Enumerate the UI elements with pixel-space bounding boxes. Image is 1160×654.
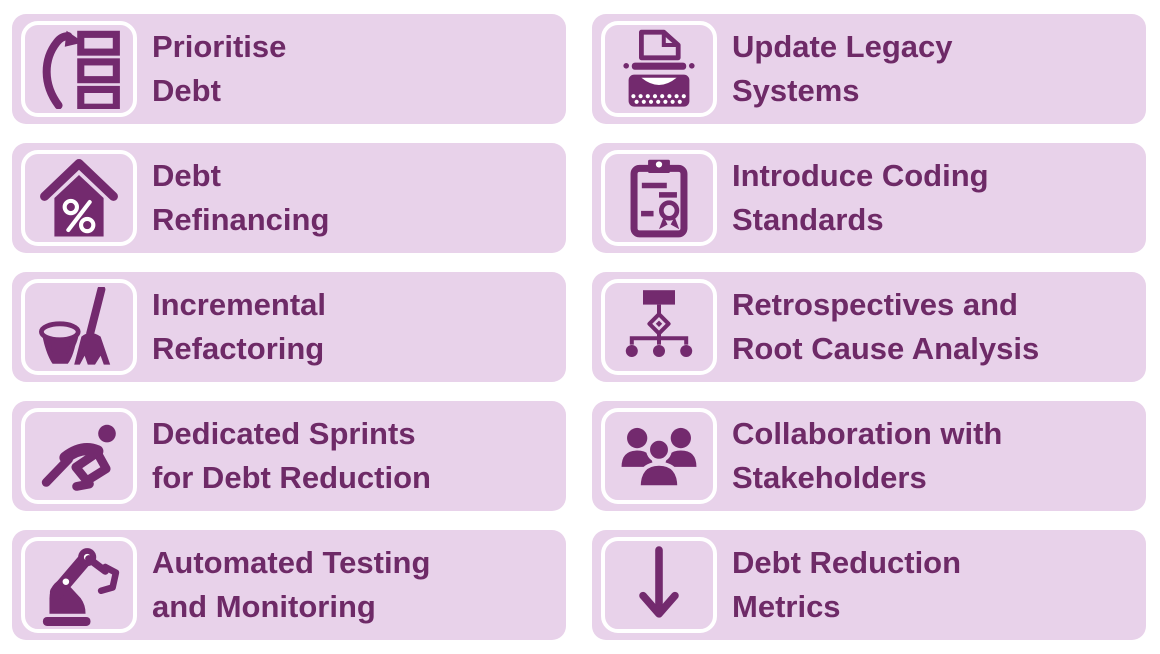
people-group-icon — [601, 408, 717, 504]
card-label-line: Introduce Coding — [732, 158, 989, 193]
card-label: Debt Refinancing — [152, 154, 329, 242]
clipboard-award-icon — [601, 150, 717, 246]
card-label-line: Update Legacy — [732, 29, 953, 64]
card-label: Dedicated Sprints for Debt Reduction — [152, 412, 431, 500]
card-label: Prioritise Debt — [152, 25, 286, 113]
card-label: Update Legacy Systems — [732, 25, 953, 113]
card-label-line: Systems — [732, 73, 860, 108]
card-label: Collaboration with Stakeholders — [732, 412, 1002, 500]
card-label: Debt Reduction Metrics — [732, 541, 961, 629]
card-label-line: Refinancing — [152, 202, 330, 237]
card-label-line: Debt — [152, 73, 221, 108]
sprinter-icon — [21, 408, 137, 504]
card-label-line: and Monitoring — [152, 589, 376, 624]
card-label-line: Debt Reduction — [732, 545, 962, 580]
card-label-line: Stakeholders — [732, 460, 927, 495]
down-arrow-icon — [601, 537, 717, 633]
card-label-line: Standards — [732, 202, 884, 237]
card-label-line: for Debt Reduction — [152, 460, 431, 495]
card-automated-testing-monitoring: Automated Testing and Monitoring — [12, 530, 566, 640]
priority-list-icon — [21, 21, 137, 117]
card-prioritise-debt: Prioritise Debt — [12, 14, 566, 124]
card-debt-reduction-metrics: Debt Reduction Metrics — [592, 530, 1146, 640]
robot-arm-icon — [21, 537, 137, 633]
card-label-line: Debt — [152, 158, 221, 193]
card-incremental-refactoring: Incremental Refactoring — [12, 272, 566, 382]
card-label-line: Metrics — [732, 589, 841, 624]
broom-bucket-icon — [21, 279, 137, 375]
house-percent-icon — [21, 150, 137, 246]
card-label-line: Root Cause Analysis — [732, 331, 1040, 366]
card-label: Incremental Refactoring — [152, 283, 326, 371]
hierarchy-icon — [601, 279, 717, 375]
card-label: Retrospectives and Root Cause Analysis — [732, 283, 1039, 371]
card-label: Automated Testing and Monitoring — [152, 541, 430, 629]
typewriter-icon — [601, 21, 717, 117]
card-label-line: Incremental — [152, 287, 327, 322]
card-update-legacy-systems: Update Legacy Systems — [592, 14, 1146, 124]
card-label-line: Collaboration with — [732, 416, 1003, 451]
card-label-line: Dedicated Sprints — [152, 416, 416, 451]
card-dedicated-sprints-debt-reduction: Dedicated Sprints for Debt Reduction — [12, 401, 566, 511]
card-label: Introduce Coding Standards — [732, 154, 989, 242]
card-collaboration-with-stakeholders: Collaboration with Stakeholders — [592, 401, 1146, 511]
card-introduce-coding-standards: Introduce Coding Standards — [592, 143, 1146, 253]
card-label-line: Retrospectives and — [732, 287, 1018, 322]
card-label-line: Refactoring — [152, 331, 325, 366]
card-debt-refinancing: Debt Refinancing — [12, 143, 566, 253]
card-retrospectives-root-cause-analysis: Retrospectives and Root Cause Analysis — [592, 272, 1146, 382]
card-label-line: Prioritise — [152, 29, 287, 64]
card-label-line: Automated Testing — [152, 545, 431, 580]
